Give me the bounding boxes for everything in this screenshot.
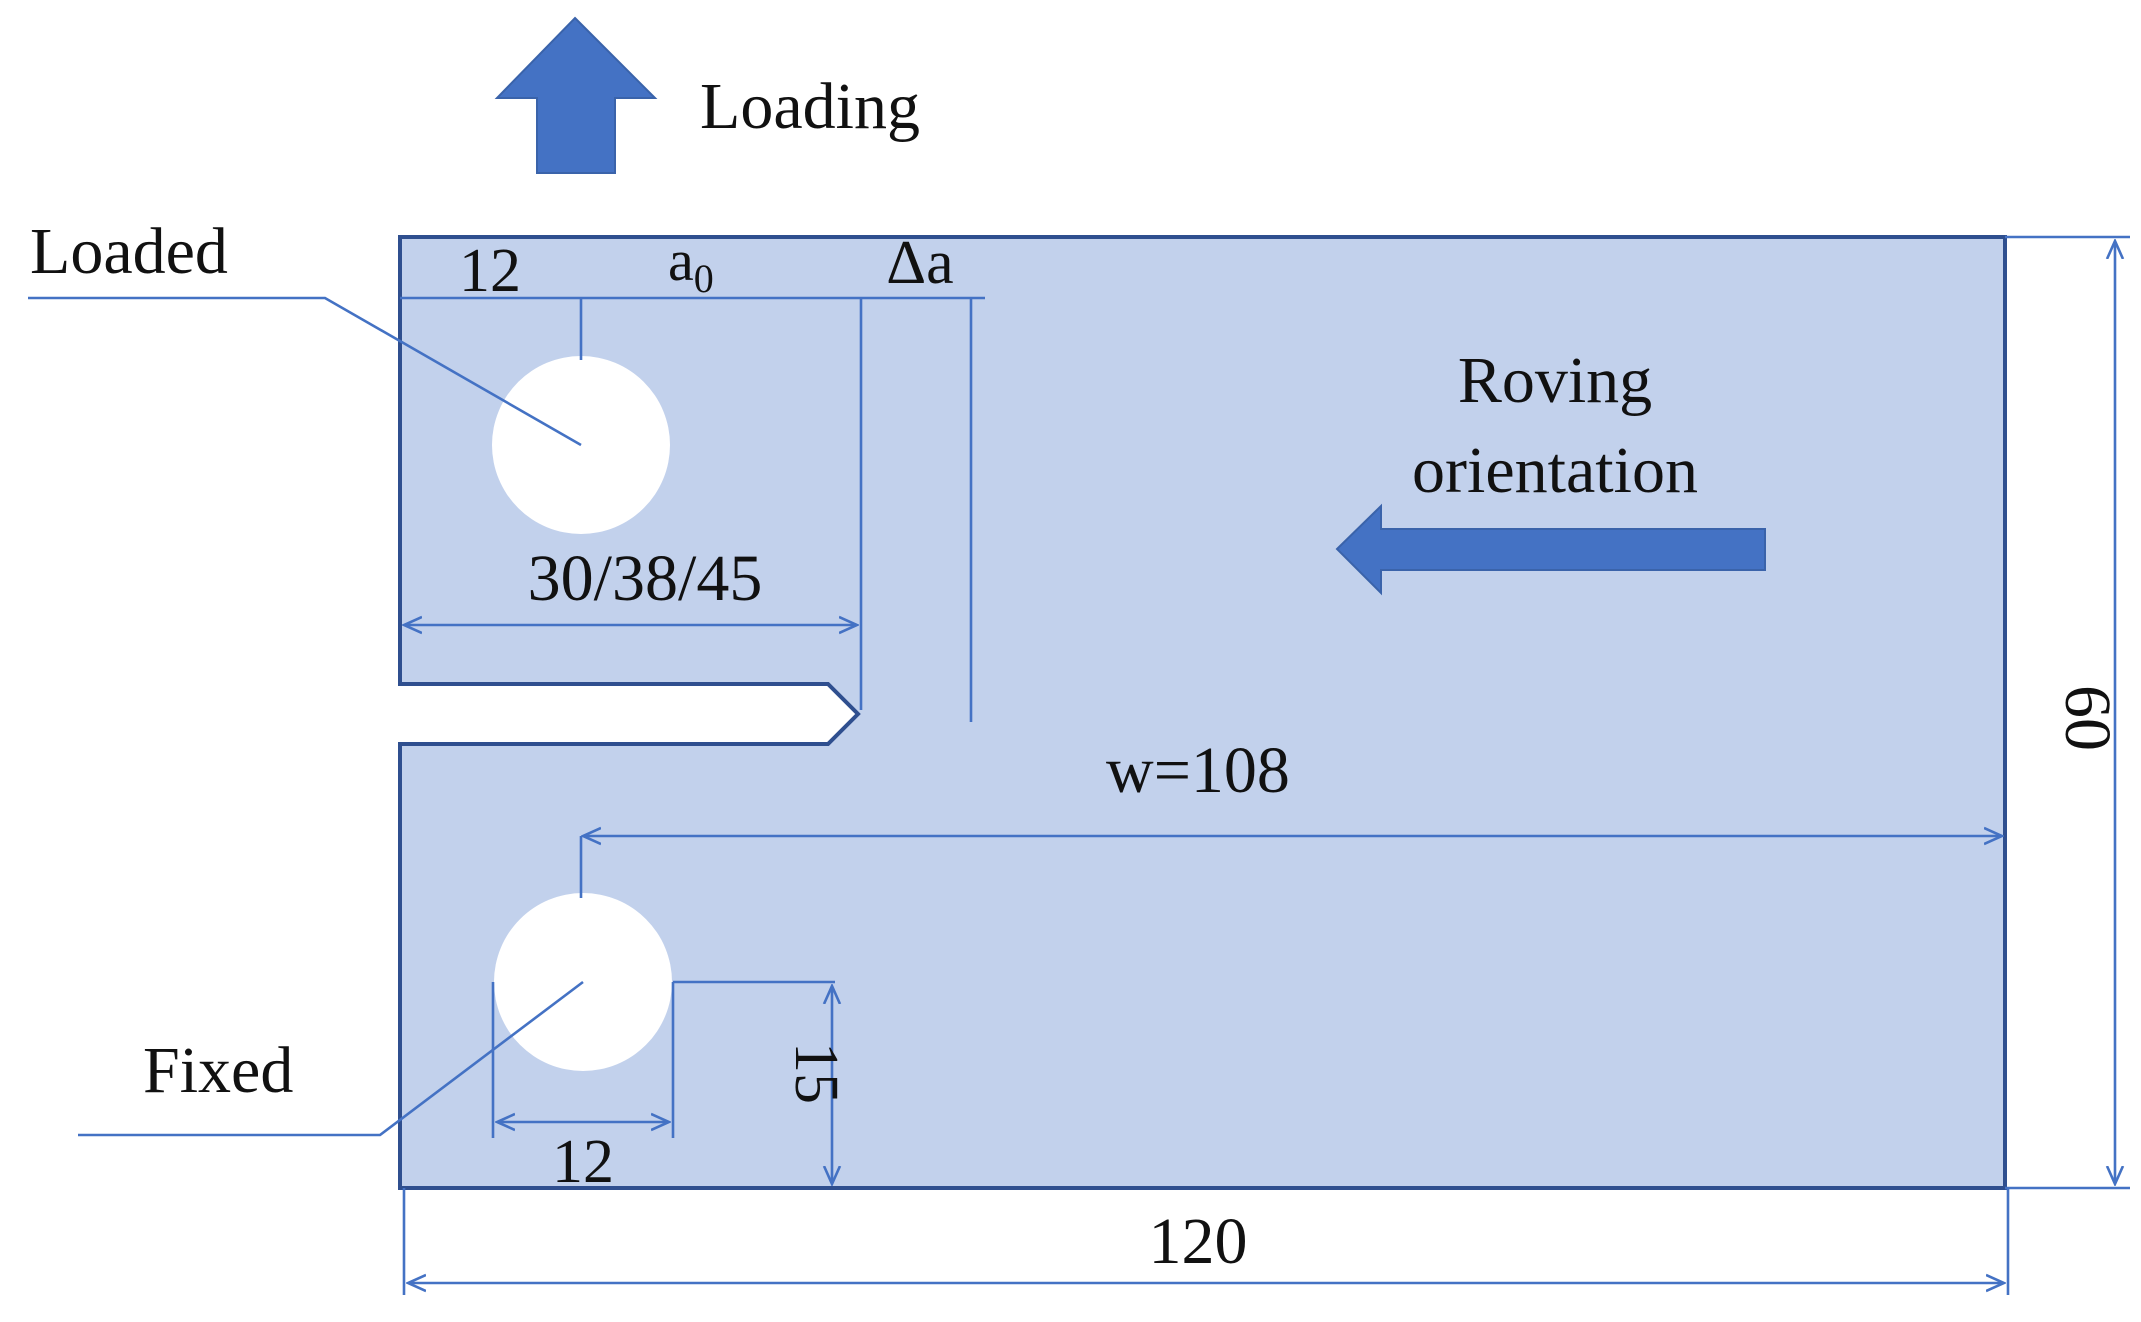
top-dimension-lines bbox=[400, 296, 985, 722]
width-dimension bbox=[579, 836, 2002, 898]
initial-crack-subscript: 0 bbox=[694, 256, 714, 301]
hole-edge-distance-dimension bbox=[673, 980, 835, 1184]
hole-edge-distance-label: 15 bbox=[782, 1042, 850, 1104]
hole-offset-label: 12 bbox=[459, 237, 521, 305]
loaded-label: Loaded bbox=[30, 215, 228, 288]
fixed-leader-line bbox=[78, 980, 584, 1137]
width-w-label: w=108 bbox=[1106, 734, 1290, 807]
height-label: 60 bbox=[2051, 685, 2124, 751]
crack-length-label: 30/38/45 bbox=[528, 542, 763, 615]
hole-diameter-label: 12 bbox=[552, 1128, 614, 1196]
loaded-leader-line bbox=[28, 296, 582, 447]
initial-crack-label: a0 bbox=[668, 228, 714, 301]
crack-extension-label: Δa bbox=[886, 229, 953, 297]
roving-label-line2: orientation bbox=[1412, 434, 1698, 507]
length-dimension bbox=[402, 1188, 2010, 1295]
loading-arrow-icon bbox=[494, 16, 658, 174]
length-label: 120 bbox=[1149, 1205, 1248, 1278]
initial-crack-symbol: a bbox=[668, 228, 694, 293]
fixed-label: Fixed bbox=[143, 1034, 293, 1107]
specimen-body bbox=[398, 235, 2007, 1190]
roving-arrow-icon bbox=[1335, 503, 1766, 596]
loading-label: Loading bbox=[700, 70, 920, 143]
hole-diameter-dimension bbox=[491, 982, 675, 1138]
height-dimension bbox=[2005, 235, 2130, 1190]
roving-label-line1: Roving bbox=[1458, 344, 1652, 417]
